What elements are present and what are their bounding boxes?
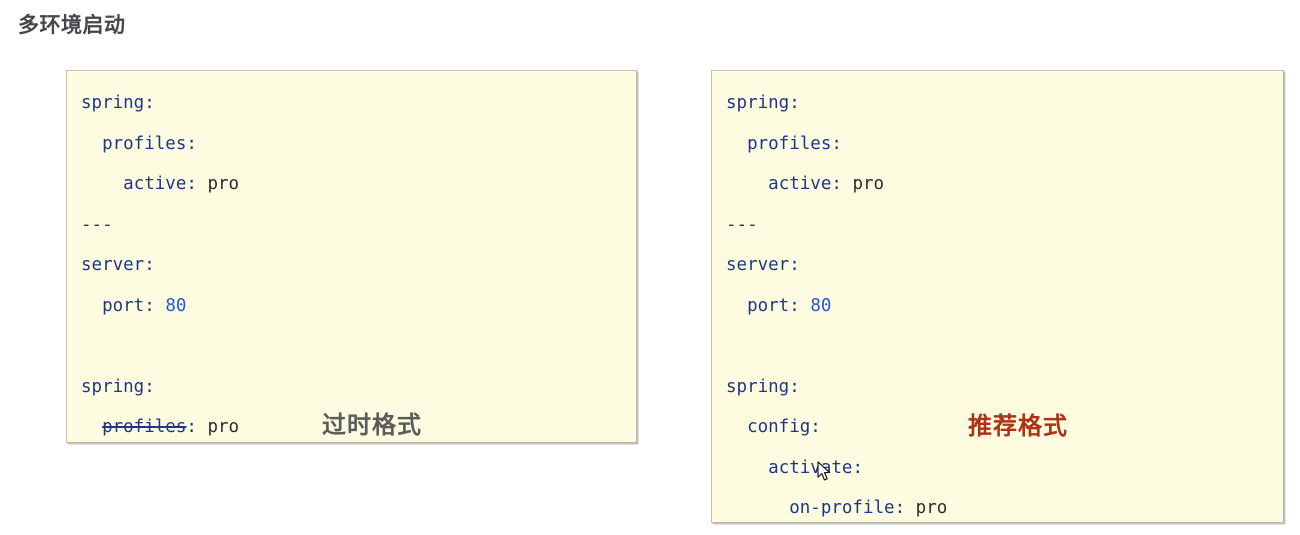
yaml-key: port [102, 295, 145, 316]
code-line: spring: [726, 83, 1283, 124]
yaml-value-string: pro [905, 498, 948, 518]
yaml-colon: : [186, 133, 197, 154]
yaml-key: spring [81, 93, 145, 113]
code-line: on-profile: pro [726, 488, 1283, 522]
yaml-key: spring [726, 376, 790, 397]
code-line: port: 80 [726, 286, 1283, 327]
code-indent [81, 296, 102, 316]
yaml-key: profiles [102, 133, 187, 154]
yaml-value-string: pro [196, 174, 240, 194]
yaml-key: profiles [747, 133, 832, 154]
code-panel-deprecated: spring: profiles: active: pro---server: … [66, 70, 637, 443]
yaml-key-deprecated: profiles [102, 417, 187, 437]
yaml-colon: : [789, 255, 800, 275]
yaml-key: active [768, 174, 832, 194]
yaml-key: server [81, 255, 145, 275]
yaml-document-separator: --- [726, 214, 758, 235]
code-line: port: 80 [81, 286, 636, 327]
yaml-colon: : [144, 255, 155, 275]
page-title: 多环境启动 [18, 13, 126, 37]
yaml-colon: : [831, 133, 842, 154]
yaml-key: config [747, 417, 811, 437]
yaml-colon: : [894, 498, 906, 518]
code-indent [726, 296, 747, 316]
yaml-key: spring [726, 93, 790, 113]
code-line: spring: [81, 367, 636, 408]
code-line: server: [81, 245, 636, 286]
code-line [81, 326, 636, 367]
yaml-colon: : [789, 376, 800, 397]
annotation-recommended-format: 推荐格式 [968, 412, 1068, 440]
code-line: profiles: [81, 124, 636, 165]
code-line: spring: [726, 367, 1283, 408]
code-line: active: pro [726, 164, 1283, 205]
code-panel-recommended: spring: profiles: active: pro---server: … [711, 70, 1284, 523]
yaml-colon: : [144, 376, 155, 397]
yaml-key: port [747, 295, 790, 316]
annotation-deprecated-format: 过时格式 [322, 411, 422, 439]
code-line: profiles: pro [81, 407, 636, 442]
yaml-colon: : [144, 295, 155, 316]
code-indent [726, 458, 768, 478]
code-line: --- [81, 205, 636, 246]
yaml-colon: : [831, 174, 842, 194]
code-line: config: [726, 407, 1283, 448]
code-indent [726, 134, 747, 154]
yaml-key: active [123, 174, 187, 194]
yaml-colon: : [144, 93, 155, 113]
code-line [726, 326, 1283, 367]
yaml-colon: : [186, 417, 197, 437]
code-indent [81, 174, 123, 194]
code-indent [726, 174, 768, 194]
code-line: profiles: [726, 124, 1283, 165]
code-block-recommended: spring: profiles: active: pro---server: … [726, 83, 1283, 522]
yaml-key: spring [81, 376, 145, 397]
yaml-colon: : [186, 174, 197, 194]
code-line: active: pro [81, 164, 636, 205]
code-line: server: [726, 245, 1283, 286]
code-line: activate: [726, 448, 1283, 489]
yaml-value-string: pro [841, 174, 885, 194]
yaml-colon: : [810, 417, 821, 437]
code-line: spring: [81, 83, 636, 124]
yaml-colon: : [789, 93, 800, 113]
yaml-colon: : [789, 295, 800, 316]
code-indent [726, 498, 789, 518]
yaml-key: on-profile [789, 498, 895, 518]
yaml-value-number: 80 [154, 295, 187, 316]
yaml-key: activate [768, 457, 853, 478]
code-indent [726, 417, 747, 437]
code-line: --- [726, 205, 1283, 246]
code-indent [81, 134, 102, 154]
yaml-value-number: 80 [799, 295, 832, 316]
yaml-key: server [726, 255, 790, 275]
yaml-value-string: pro [196, 417, 240, 437]
code-block-deprecated: spring: profiles: active: pro---server: … [81, 83, 636, 442]
yaml-document-separator: --- [81, 214, 113, 235]
yaml-colon: : [852, 457, 863, 478]
code-indent [81, 417, 102, 437]
